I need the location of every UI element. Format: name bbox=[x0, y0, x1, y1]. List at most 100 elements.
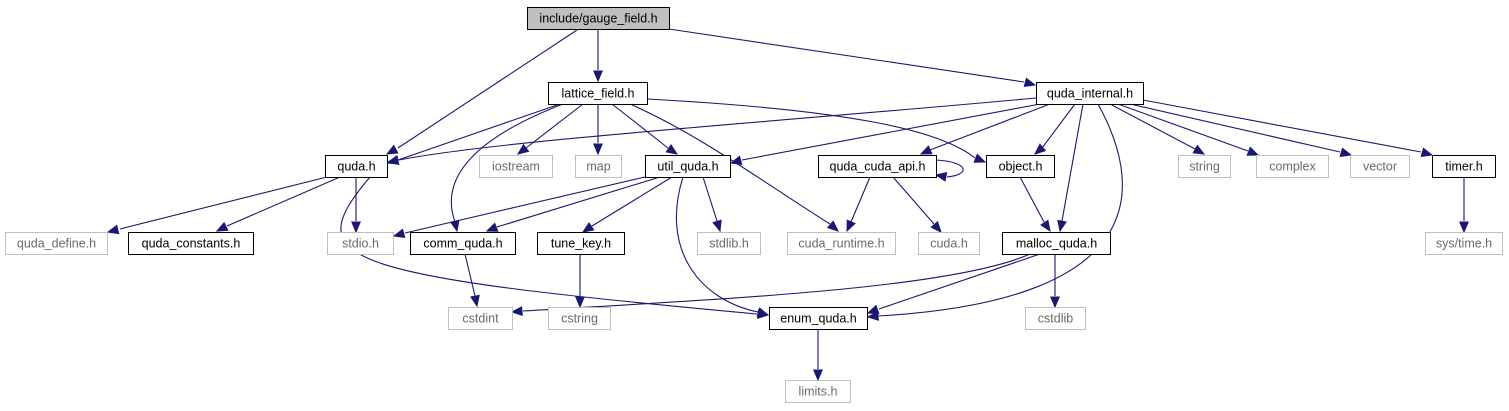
node-enum-quda[interactable]: enum_quda.h bbox=[769, 307, 868, 330]
node-box bbox=[1425, 232, 1503, 255]
node-comm-quda[interactable]: comm_quda.h bbox=[410, 232, 516, 255]
edges-layer bbox=[106, 28, 1469, 382]
arrowhead bbox=[846, 219, 856, 233]
arrowhead bbox=[593, 70, 603, 83]
node-tune-key[interactable]: tune_key.h bbox=[537, 232, 625, 255]
node-label: map bbox=[586, 160, 610, 174]
edge-object-to-malloc-quda bbox=[1019, 176, 1051, 233]
node-box bbox=[1178, 155, 1231, 178]
node-quda-define: quda_define.h bbox=[5, 232, 108, 255]
node-box bbox=[575, 155, 622, 178]
node-box bbox=[1002, 232, 1111, 255]
node-label: stdio.h bbox=[342, 237, 379, 251]
node-label: util_quda.h bbox=[657, 160, 718, 174]
node-sys-time: sys/time.h bbox=[1425, 232, 1503, 255]
node-quda[interactable]: quda.h bbox=[325, 155, 388, 178]
arrowhead bbox=[510, 306, 523, 316]
node-box bbox=[769, 307, 868, 330]
node-gauge-field: include/gauge_field.h bbox=[527, 7, 670, 30]
node-label: cstring bbox=[561, 312, 598, 326]
edge-malloc-quda-to-cstdint bbox=[510, 253, 1031, 316]
edge-quda-internal-to-quda bbox=[386, 97, 1037, 165]
node-label: comm_quda.h bbox=[423, 237, 502, 251]
edge-util-quda-to-tune-key bbox=[581, 176, 673, 233]
arrowhead bbox=[934, 172, 948, 182]
node-timer[interactable]: timer.h bbox=[1432, 155, 1496, 178]
node-box bbox=[537, 232, 625, 255]
arrowhead bbox=[665, 144, 679, 155]
arrowhead bbox=[581, 222, 595, 233]
edge-comm-quda-to-cstdint bbox=[464, 253, 480, 308]
edge-quda-internal-to-malloc-quda bbox=[1057, 103, 1084, 233]
node-cuda-runtime: cuda_runtime.h bbox=[787, 232, 896, 255]
arrowhead bbox=[1057, 219, 1067, 233]
node-label: cuda_runtime.h bbox=[798, 237, 884, 251]
arrowhead bbox=[1420, 147, 1434, 158]
arrowhead bbox=[516, 143, 530, 155]
arrowhead bbox=[930, 220, 942, 233]
edge-quda-to-stdio bbox=[351, 177, 361, 234]
node-quda-cuda-api[interactable]: quda_cuda_api.h bbox=[818, 155, 937, 178]
edge-util-quda-to-enum-quda bbox=[675, 176, 770, 317]
edge-gauge-field-to-lattice-field bbox=[593, 30, 603, 83]
arrowhead bbox=[470, 294, 480, 308]
node-box bbox=[818, 155, 937, 178]
node-label: quda_constants.h bbox=[142, 237, 241, 251]
node-label: enum_quda.h bbox=[780, 312, 857, 326]
node-label: iostream bbox=[492, 160, 540, 174]
node-box bbox=[327, 232, 394, 255]
node-box bbox=[128, 232, 254, 255]
node-box bbox=[1036, 82, 1144, 105]
node-object[interactable]: object.h bbox=[986, 155, 1055, 178]
node-cuda: cuda.h bbox=[918, 232, 980, 255]
arrowhead bbox=[351, 221, 361, 234]
node-box bbox=[918, 232, 980, 255]
edge-quda-internal-to-util-quda bbox=[729, 103, 1041, 166]
node-stdlib: stdlib.h bbox=[697, 232, 761, 255]
node-quda-internal[interactable]: quda_internal.h bbox=[1036, 82, 1144, 105]
node-stdio: stdio.h bbox=[327, 232, 394, 255]
node-box bbox=[479, 155, 553, 178]
node-quda-constants[interactable]: quda_constants.h bbox=[128, 232, 254, 255]
node-util-quda[interactable]: util_quda.h bbox=[645, 155, 731, 178]
edge-util-quda-to-stdlib bbox=[702, 176, 722, 233]
arrowhead bbox=[385, 144, 399, 155]
arrowhead bbox=[1050, 296, 1060, 309]
edge-lattice-field-to-util-quda bbox=[611, 103, 679, 155]
edge-quda-internal-to-object bbox=[1034, 103, 1076, 155]
edge-quda-internal-to-quda-cuda-api bbox=[919, 103, 1051, 155]
arrowhead bbox=[813, 369, 823, 382]
arrowhead bbox=[919, 145, 933, 155]
node-label: quda_define.h bbox=[17, 237, 96, 251]
node-label: string bbox=[1189, 160, 1220, 174]
node-label: vector bbox=[1363, 160, 1397, 174]
arrowhead bbox=[756, 307, 770, 317]
arrowhead bbox=[1023, 77, 1037, 88]
node-box bbox=[645, 155, 731, 178]
node-box bbox=[5, 232, 108, 255]
node-label: cuda.h bbox=[930, 237, 968, 251]
node-box bbox=[448, 307, 513, 330]
edge-quda-to-quda-constants bbox=[215, 176, 341, 232]
edge-quda-internal-to-string bbox=[1109, 103, 1206, 155]
node-malloc-quda[interactable]: malloc_quda.h bbox=[1002, 232, 1111, 255]
node-box bbox=[548, 307, 611, 330]
node-box bbox=[697, 232, 761, 255]
node-string: string bbox=[1178, 155, 1231, 178]
edge-lattice-field-to-object bbox=[646, 98, 987, 163]
arrowhead bbox=[215, 221, 229, 232]
node-label: include/gauge_field.h bbox=[539, 12, 657, 26]
node-complex: complex bbox=[1256, 155, 1329, 178]
edge-gauge-field-to-quda-internal bbox=[668, 28, 1037, 88]
edge-enum-quda-to-limits bbox=[813, 329, 823, 382]
node-cstdint: cstdint bbox=[448, 307, 513, 330]
node-box bbox=[1256, 155, 1329, 178]
arrowhead bbox=[1040, 219, 1051, 233]
node-limits: limits.h bbox=[785, 380, 851, 403]
node-lattice-field[interactable]: lattice_field.h bbox=[548, 82, 648, 105]
edge-quda-internal-to-vector bbox=[1129, 103, 1353, 158]
node-box bbox=[1432, 155, 1496, 178]
arrowhead bbox=[826, 220, 839, 232]
node-cstring: cstring bbox=[548, 307, 611, 330]
